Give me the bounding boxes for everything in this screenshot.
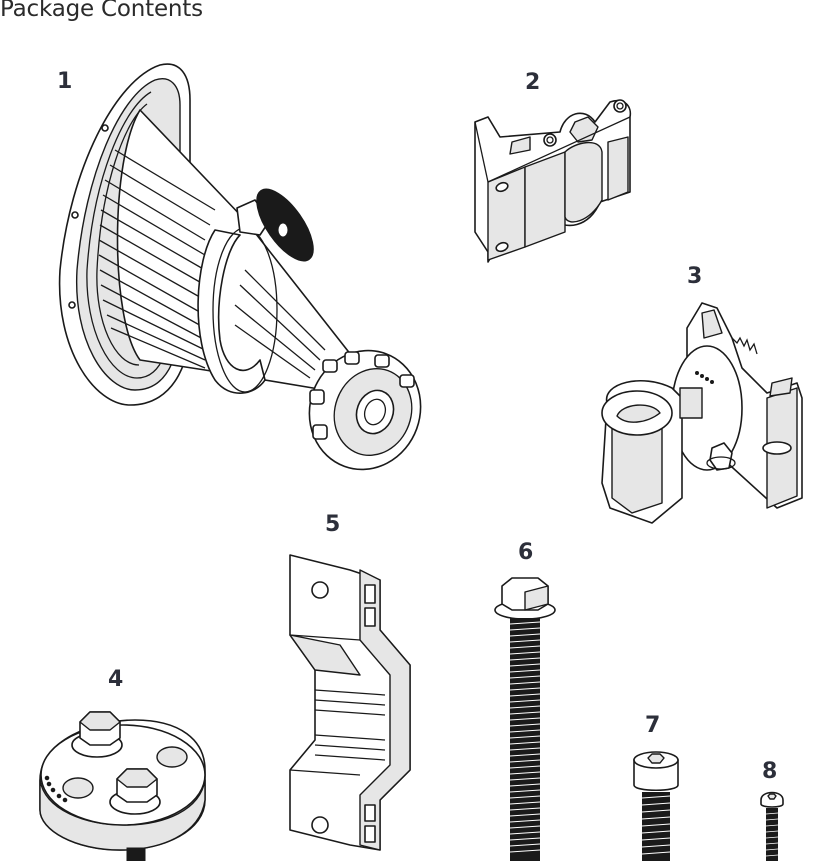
cap-screw-icon: [633, 751, 679, 861]
pole-clamp-icon: [601, 302, 803, 524]
part-number-5: 5: [325, 512, 341, 537]
hex-bolt-icon: [494, 577, 556, 861]
part-number-7: 7: [645, 713, 661, 738]
part-number-3: 3: [687, 264, 703, 289]
part-number-6: 6: [518, 540, 534, 565]
part-number-8: 8: [762, 759, 778, 784]
part-number-4: 4: [108, 667, 124, 692]
small-screw-icon: [760, 791, 784, 861]
clamp-bracket-icon: [289, 554, 411, 851]
alignment-plate-icon: [39, 711, 206, 861]
page-title: Package Contents: [0, 0, 203, 22]
part-number-2: 2: [525, 70, 541, 95]
bracket-icon: [474, 99, 632, 263]
part-number-1: 1: [57, 69, 73, 94]
antenna-horn-icon: [58, 63, 422, 471]
